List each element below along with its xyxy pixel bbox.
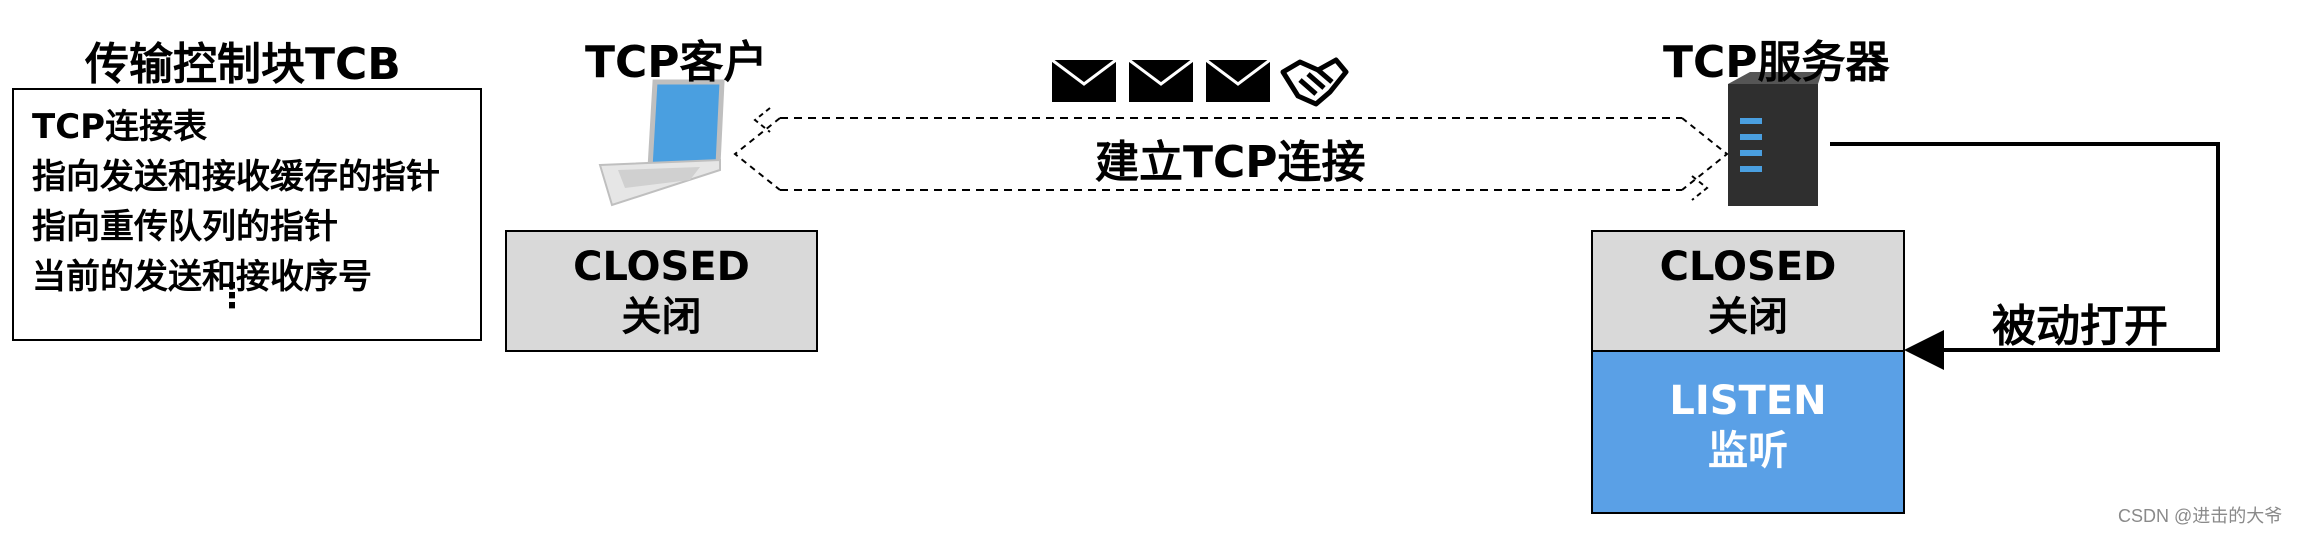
server-listen-cn: 监听 [1593,426,1903,476]
server-state-en: CLOSED [1593,242,1903,292]
handshake-icon [1283,60,1346,104]
envelope-icon [1052,60,1116,102]
client-state-en: CLOSED [507,242,816,292]
envelope-icon [1129,60,1193,102]
tcb-ellipsis: ⋮ [215,288,249,304]
server-listen-state: LISTEN 监听 [1591,350,1905,514]
connection-label: 建立TCP连接 [1095,126,1366,190]
watermark: CSDN @进击的大爷 [2118,502,2282,528]
client-state-cn: 关闭 [507,292,816,342]
server-title: TCP服务器 [1663,26,1890,90]
tcb-line: 指向重传队列的指针 [32,202,480,252]
tcb-line: TCP连接表 [32,102,480,152]
server-closed-state: CLOSED 关闭 [1591,230,1905,352]
client-closed-state: CLOSED 关闭 [505,230,818,352]
passive-open-label: 被动打开 [1992,290,2168,354]
client-title: TCP客户 [585,26,768,90]
envelope-icon [1206,60,1270,102]
server-listen-en: LISTEN [1593,376,1903,426]
tcb-line: 当前的发送和接收序号 [32,252,480,302]
tcb-title: 传输控制块TCB [85,28,401,92]
server-tower-icon [1728,72,1822,206]
server-state-cn: 关闭 [1593,292,1903,342]
tcb-line: 指向发送和接收缓存的指针 [32,152,480,202]
laptop-icon [600,82,722,205]
